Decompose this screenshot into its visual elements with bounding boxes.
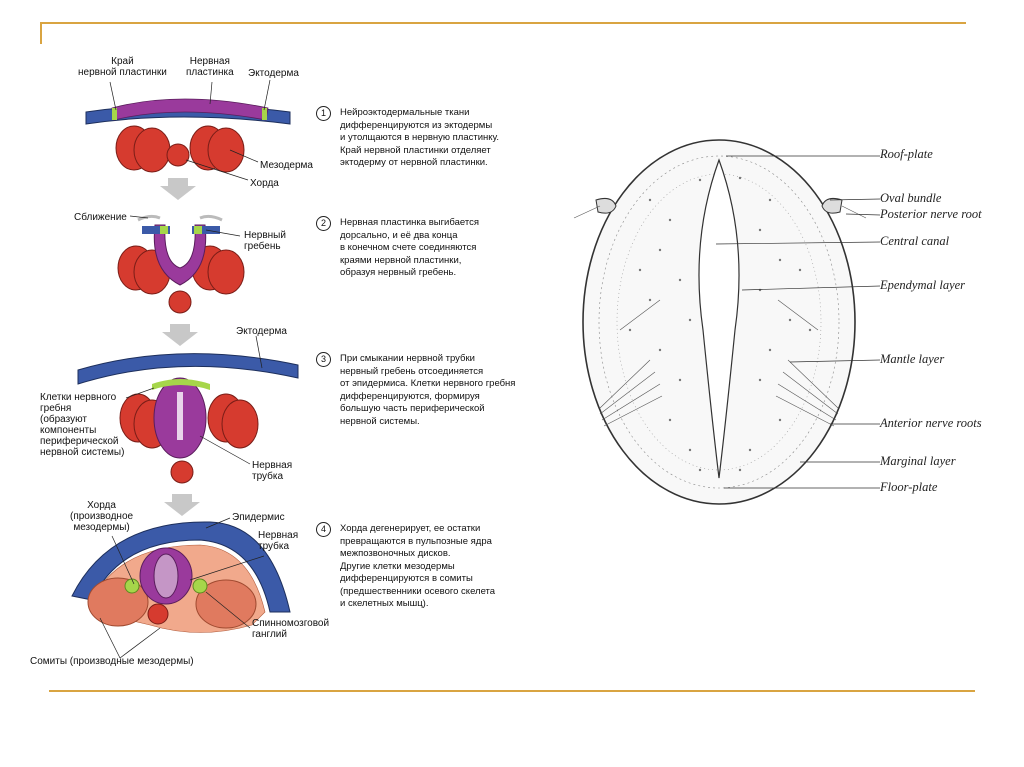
- label-crest-cells-line1: Клетки нервного: [40, 392, 117, 403]
- label-neural-tube-4-line2: трубка: [258, 541, 290, 552]
- step-1-line: Нейроэктодермальные ткани: [340, 107, 470, 118]
- label-chorda-1: Хорда: [250, 178, 279, 189]
- label-neural-plate-line1: Нервная: [189, 56, 230, 67]
- step-2-line: образуя нервный гребень.: [340, 267, 457, 278]
- arrow-3: [164, 494, 200, 516]
- label-neural-crest-line2: гребень: [244, 241, 281, 252]
- label-chorda-4-line1: Хорда: [87, 500, 116, 511]
- left-leader-lines: [99, 79, 271, 659]
- step-3-line: большую часть периферической: [340, 403, 485, 414]
- arrow-1: [160, 178, 196, 200]
- arrow-2: [162, 324, 198, 346]
- stage-4-somites: [71, 521, 291, 633]
- label-plate-edge: Край нервной пластинки: [78, 56, 167, 78]
- label-crest-cells-line2: гребня: [40, 403, 72, 414]
- label-neural-tube-4: Нервная трубка: [258, 530, 298, 552]
- step-4-text: Хорда дегенерирует, ее остатки превращаю…: [340, 523, 495, 611]
- step-1-line: Край нервной пластинки отделяет: [340, 144, 491, 156]
- step-4-line: превращаются в пульпозные ядра: [340, 535, 492, 547]
- label-neural-plate-line2: пластинка: [186, 67, 234, 78]
- label-central-canal: Central canal: [880, 234, 950, 248]
- label-crest-cells-line4: компоненты: [40, 425, 97, 436]
- step-3-line: нервный гребень отсоединяется: [340, 365, 484, 377]
- label-marginal-layer: Marginal layer: [880, 454, 956, 468]
- label-neural-plate: Нервная пластинка: [186, 56, 234, 78]
- label-ectoderm-1: Эктодерма: [248, 68, 299, 79]
- step-4-line: межпозвоночных дисков.: [340, 548, 451, 559]
- stage-2-neural-folds: [117, 214, 245, 314]
- label-roof-plate: Roof-plate: [880, 147, 933, 161]
- bottom-rule: [49, 690, 975, 692]
- step-4-line: и скелетных мышц).: [340, 598, 429, 609]
- label-mesoderm: Мезодерма: [260, 160, 313, 171]
- top-left-tick: [40, 22, 42, 44]
- step-2-line: дорсально, и её два конца: [340, 229, 458, 241]
- label-spinal-ganglion-line1: Спинномозговой: [252, 618, 330, 629]
- step-2-number: 2: [316, 216, 331, 231]
- label-neural-crest: Нервный гребень: [244, 230, 286, 252]
- step-2-text: Нервная пластинка выгибается дорсально, …: [340, 217, 479, 280]
- step-3-text: При смыкании нервной трубки нервный греб…: [340, 353, 515, 428]
- step-3-line: нервной системы.: [340, 415, 420, 427]
- step-1-line: и утолщаются в нервную пластинку.: [340, 132, 499, 143]
- label-floor-plate: Floor-plate: [880, 480, 938, 494]
- label-crest-cells-line3: (образуют: [40, 414, 87, 425]
- label-convergence: Сближение: [74, 212, 127, 223]
- label-neural-tube-3: Нервная трубка: [252, 460, 292, 482]
- step-4-line: дифференцируются в сомиты: [340, 573, 473, 584]
- step-1-text: Нейроэктодермальные ткани дифференцируют…: [340, 107, 499, 170]
- label-neural-tube-4-line1: Нервная: [258, 530, 299, 541]
- label-chorda-4: Хорда (производное мезодермы): [70, 500, 133, 533]
- step-3-number: 3: [316, 352, 331, 367]
- spinal-cord-section: [573, 139, 881, 505]
- step-1-line: дифференцируются из эктодермы: [340, 119, 493, 131]
- label-somites: Сомиты (производные мезодермы): [30, 656, 194, 667]
- label-crest-cells-line6: нервной системы): [40, 447, 125, 458]
- step-2-line: Нервная пластинка выгибается: [340, 217, 479, 228]
- label-anterior-roots: Anterior nerve roots: [880, 416, 982, 430]
- label-spinal-ganglion-line2: ганглий: [252, 629, 287, 640]
- step-3-line: от эпидермиса. Клетки нервного гребня: [340, 378, 516, 389]
- stage-1-neural-plate: [85, 98, 291, 173]
- top-rule: [40, 22, 966, 24]
- label-epidermis: Эпидермис: [232, 512, 285, 523]
- step-3-line: дифференцируются, формируя: [340, 390, 480, 402]
- step-2-line: в конечном счете соединяются: [340, 242, 477, 253]
- label-mantle-layer: Mantle layer: [880, 352, 945, 366]
- label-neural-crest-line1: Нервный: [244, 230, 286, 241]
- step-4-line: (предшественники осевого скелета: [340, 585, 496, 597]
- step-1-line: эктодерму от нервной пластинки.: [340, 157, 488, 168]
- label-posterior-root: Posterior nerve root: [880, 207, 982, 221]
- label-oval-bundle: Oval bundle: [880, 191, 942, 205]
- step-4-line: Другие клетки мезодермы: [340, 560, 455, 572]
- step-4-line: Хорда дегенерирует, ее остатки: [340, 523, 481, 534]
- label-neural-tube-3-line2: трубка: [252, 471, 284, 482]
- label-ectoderm-3: Эктодерма: [236, 326, 287, 337]
- label-chorda-4-line2: (производное: [70, 511, 134, 522]
- step-1-number: 1: [316, 106, 331, 121]
- label-chorda-4-line3: мезодермы): [73, 522, 130, 533]
- label-plate-edge-line2: нервной пластинки: [78, 67, 167, 78]
- step-2-line: краями нервной пластинки,: [340, 254, 462, 266]
- label-crest-cells-line5: периферической: [40, 436, 119, 447]
- label-ependymal-layer: Ependymal layer: [880, 278, 966, 292]
- label-neural-tube-3-line1: Нервная: [252, 460, 293, 471]
- label-spinal-ganglion: Спинномозговой ганглий: [252, 618, 329, 640]
- label-crest-cells: Клетки нервного гребня (образуют компоне…: [40, 392, 124, 458]
- label-plate-edge-line1: Край: [111, 56, 134, 67]
- stage-3-neural-tube: [77, 353, 299, 484]
- step-4-number: 4: [316, 522, 331, 537]
- step-3-line: При смыкании нервной трубки: [340, 353, 475, 364]
